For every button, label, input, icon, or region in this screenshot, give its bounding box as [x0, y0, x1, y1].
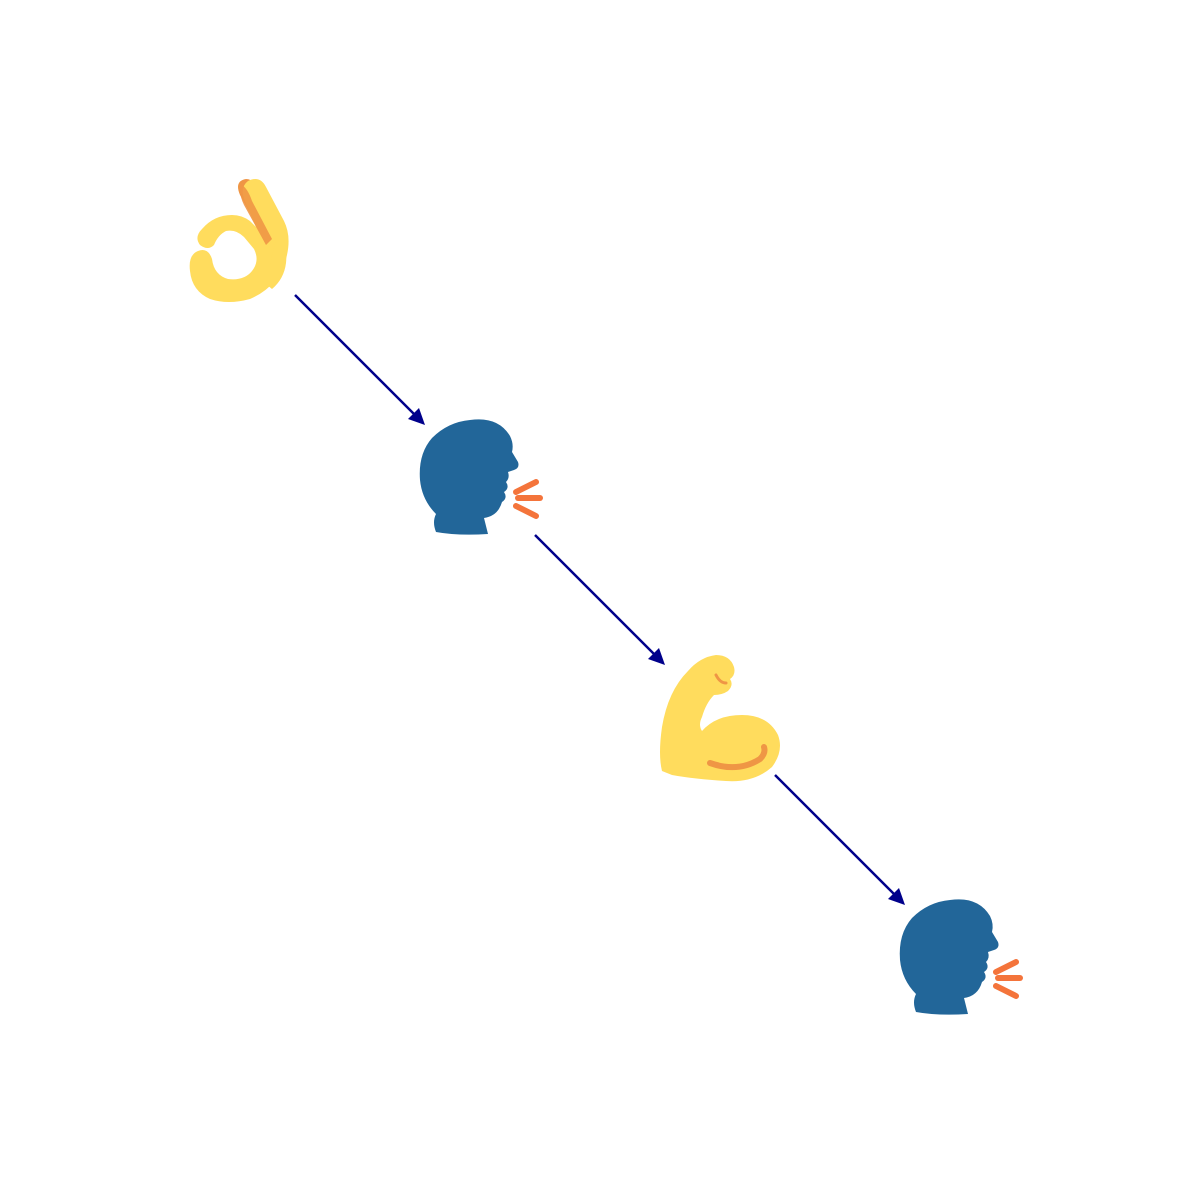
flexed-biceps-icon [660, 655, 780, 782]
speaking-head-icon [899, 899, 1023, 1015]
edge-n3-n4 [774, 774, 905, 905]
speaking-head-icon [419, 419, 543, 535]
ok-hand-icon [189, 179, 289, 302]
edge-n1-n2 [294, 294, 425, 425]
edge-n2-n3 [534, 534, 665, 665]
edges [294, 294, 905, 905]
